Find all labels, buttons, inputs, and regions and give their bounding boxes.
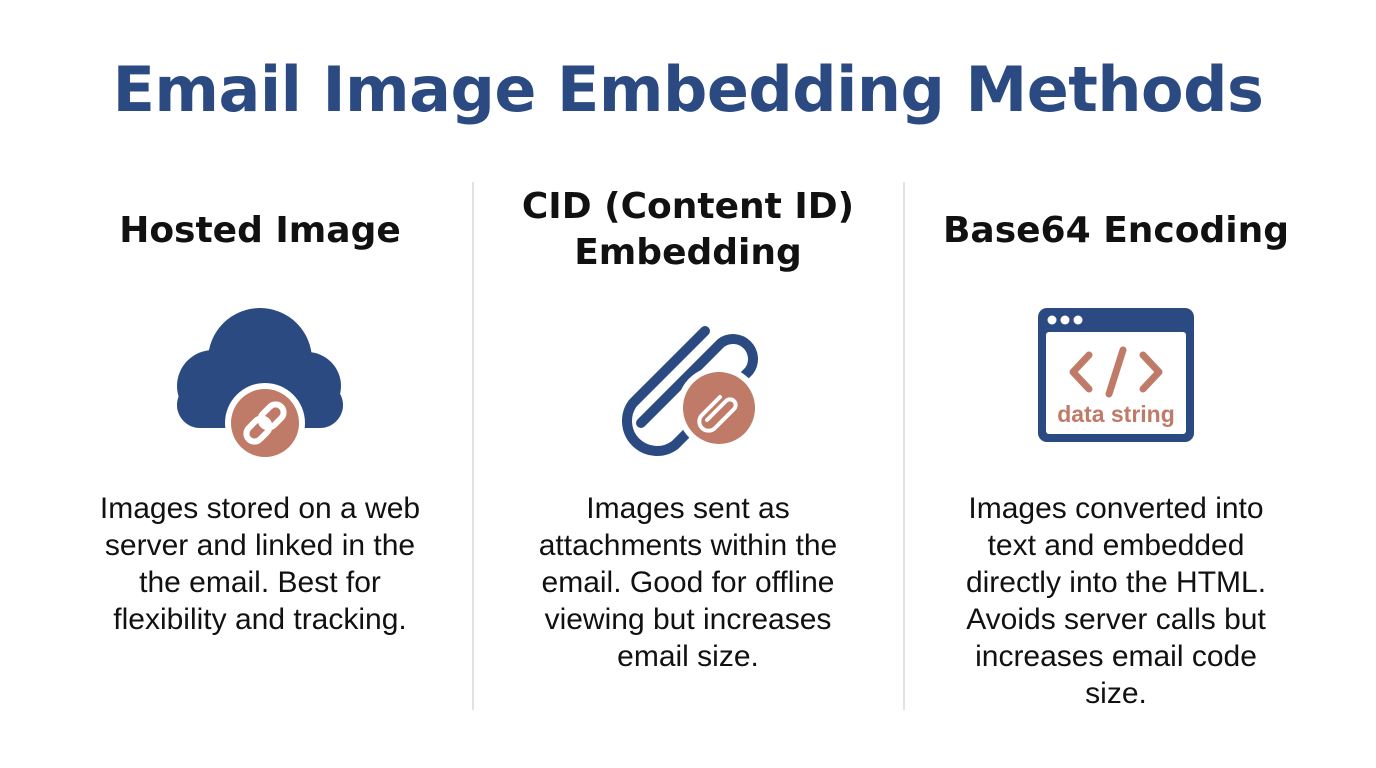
icon-label: data string xyxy=(1057,401,1175,427)
page-title: Email Image Embedding Methods xyxy=(112,53,1264,126)
method-title: Hosted Image xyxy=(50,208,470,254)
method-title-line: CID (Content ID) xyxy=(521,186,855,227)
description-line: Images sent as xyxy=(586,492,790,525)
method-description: Images sent as attachments within the em… xyxy=(478,490,898,675)
method-hosted-image: Hosted Image Images stored on a web serv… xyxy=(50,180,470,720)
description-line: size. xyxy=(1085,677,1147,710)
description-line: Images stored on a web xyxy=(99,492,421,525)
description-line: directly into the HTML. xyxy=(965,566,1267,599)
paperclip-attachment-icon xyxy=(593,298,783,458)
cloud-with-link-icon xyxy=(165,298,355,458)
method-title: CID (Content ID) Embedding xyxy=(478,184,898,276)
description-line: Avoids server calls but xyxy=(966,603,1266,636)
method-cid-embedding: CID (Content ID) Embedding Images sent a… xyxy=(478,180,898,720)
method-title-line: Embedding xyxy=(574,232,802,273)
code-window-icon: data string xyxy=(1021,298,1211,458)
method-title-line: Base64 Encoding xyxy=(942,210,1289,251)
description-line: flexibility and tracking. xyxy=(113,603,407,636)
description-line: increases email code xyxy=(975,640,1257,673)
column-divider-left xyxy=(472,182,474,710)
description-line: Images converted into xyxy=(968,492,1264,525)
method-description: Images converted into text and embedded … xyxy=(906,490,1326,712)
description-line: the email. Best for xyxy=(139,566,381,599)
column-divider-right xyxy=(903,182,905,710)
description-line: email size. xyxy=(617,640,759,673)
description-line: server and linked in the xyxy=(104,529,416,562)
method-description: Images stored on a web server and linked… xyxy=(50,490,470,638)
description-line: email. Good for offline xyxy=(541,566,835,599)
method-base64-encoding: Base64 Encoding data string Images conve… xyxy=(906,180,1326,720)
method-title-line: Hosted Image xyxy=(119,210,401,251)
method-title: Base64 Encoding xyxy=(906,208,1326,254)
description-line: attachments within the xyxy=(538,529,838,562)
description-line: viewing but increases xyxy=(544,603,832,636)
description-line: text and embedded xyxy=(987,529,1245,562)
